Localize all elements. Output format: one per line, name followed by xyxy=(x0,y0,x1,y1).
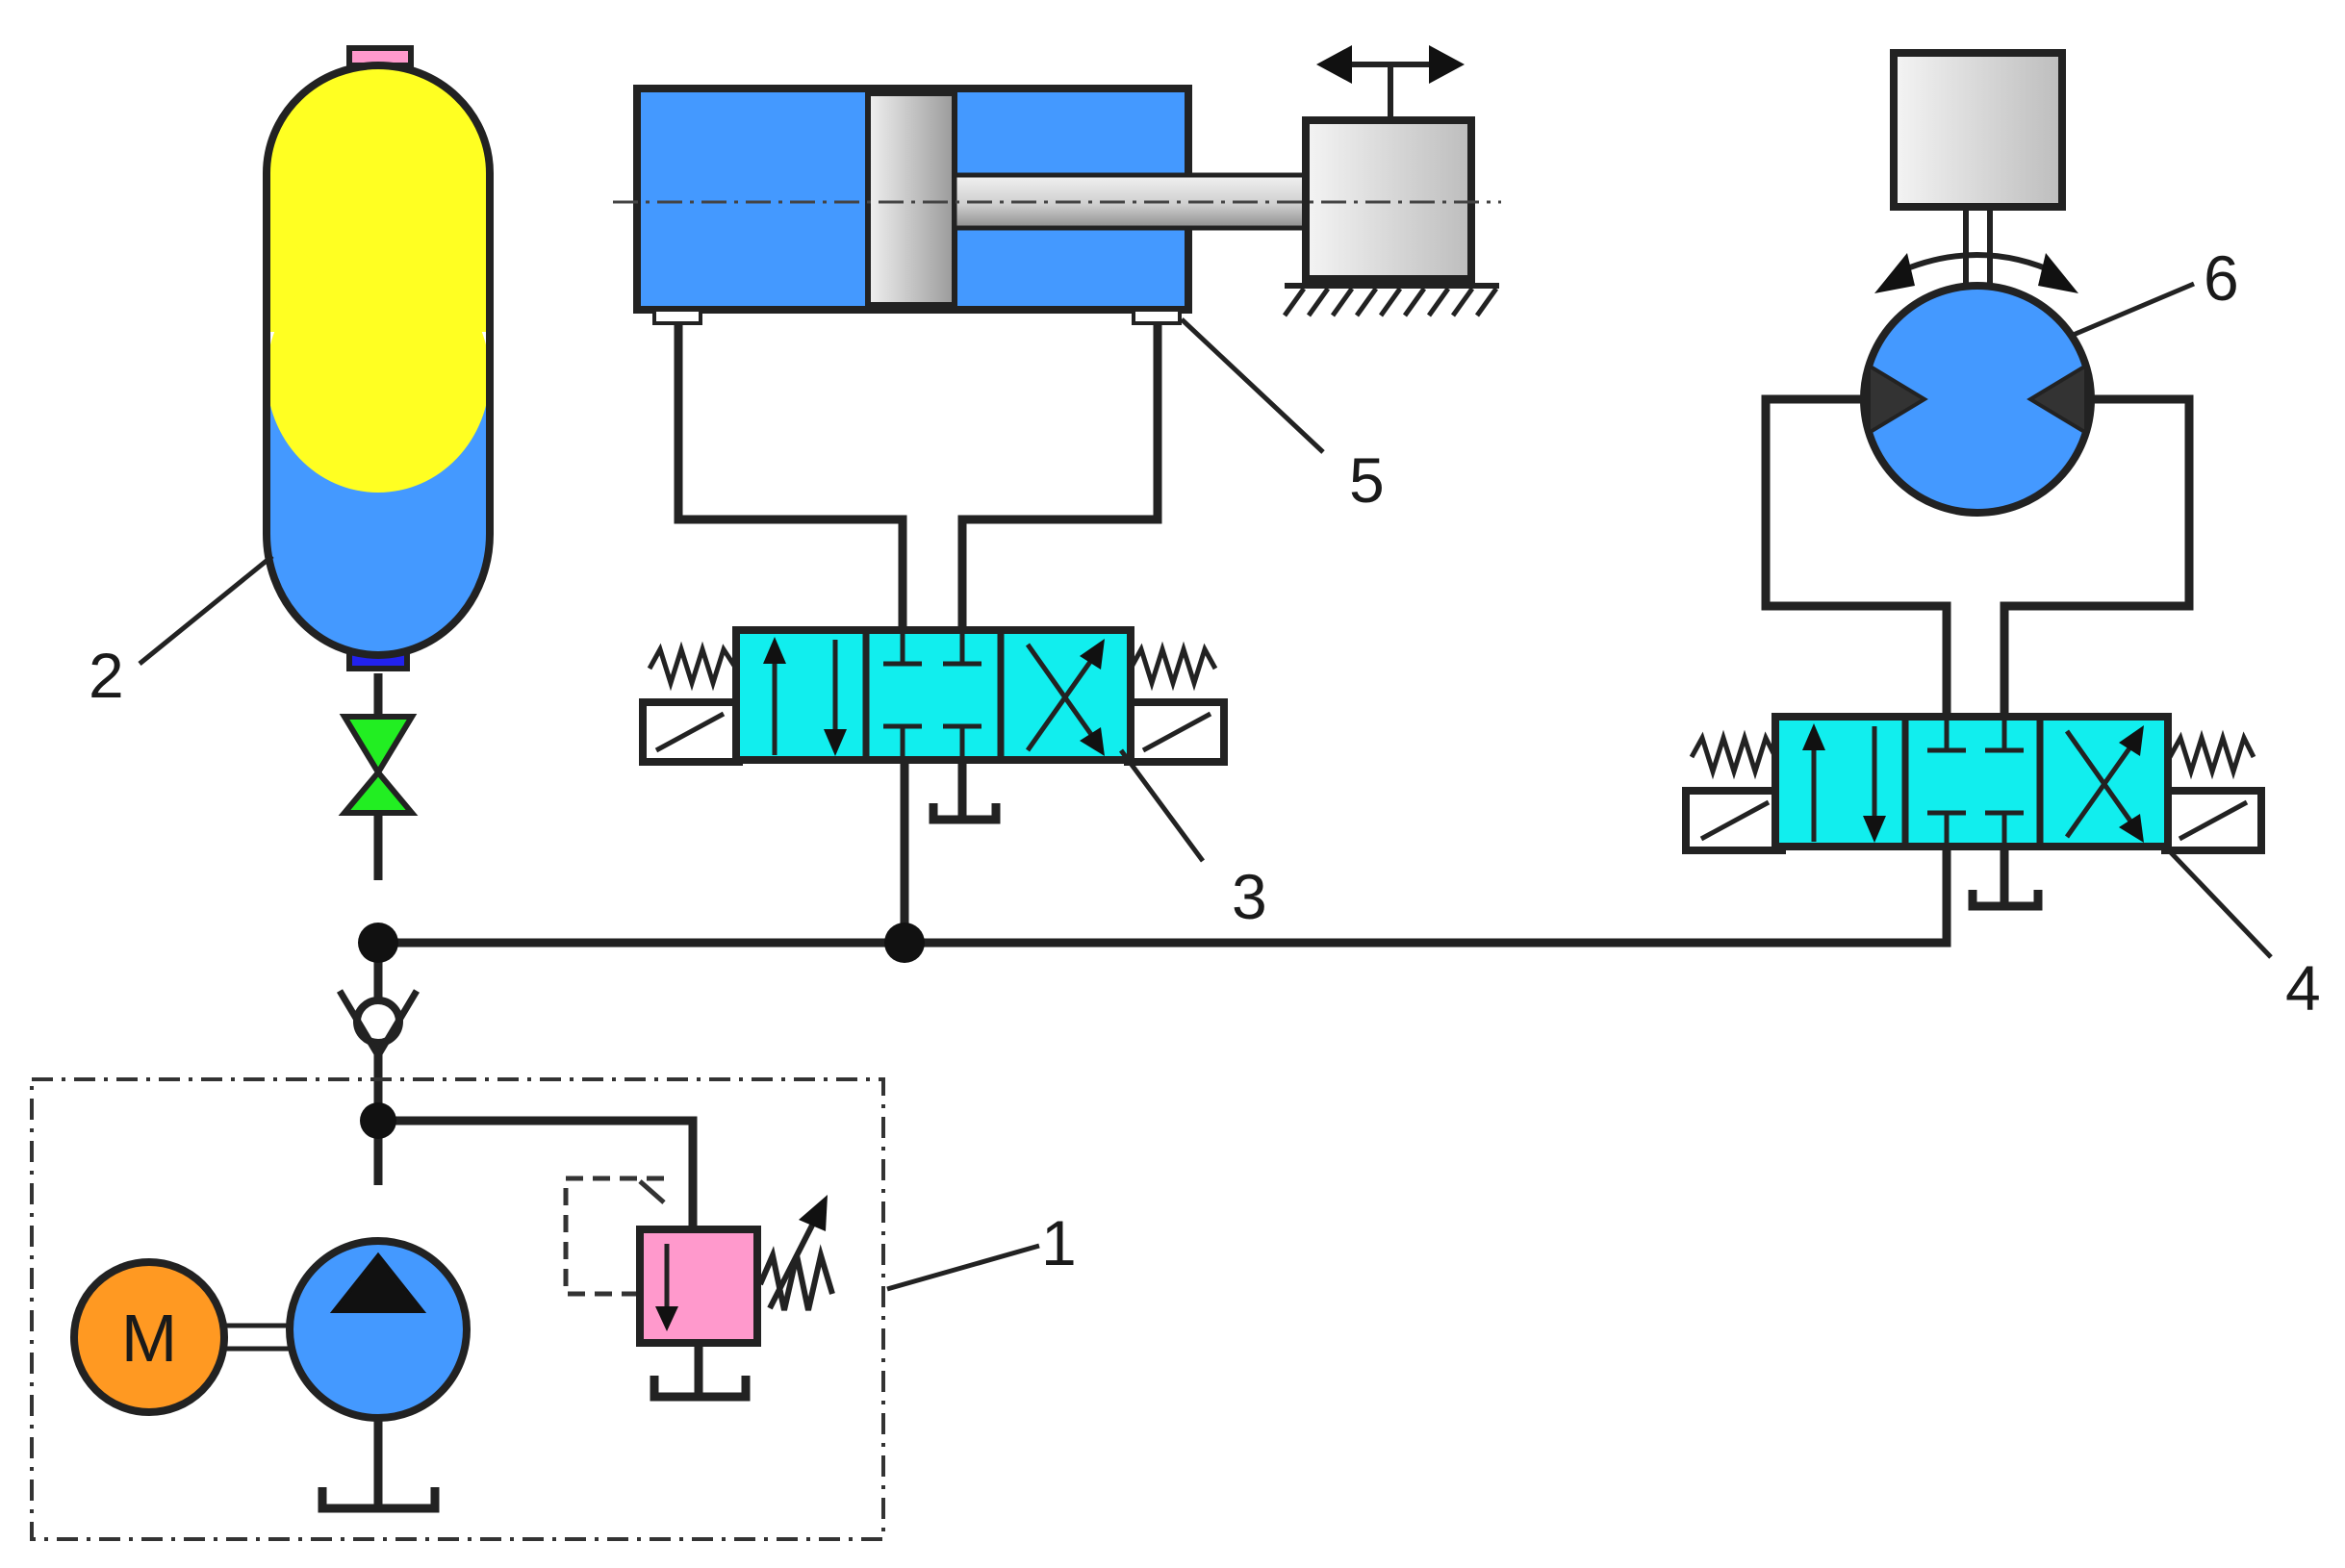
motor-letter: M xyxy=(121,1301,177,1376)
tank-icon xyxy=(1968,847,2043,911)
spring-icon xyxy=(2167,729,2256,780)
tank-icon xyxy=(929,760,1001,824)
hydraulic-motor-icon xyxy=(1860,282,2095,517)
label-5: 5 xyxy=(1349,444,1385,516)
label-3: 3 xyxy=(1232,861,1267,932)
directional-valve-icon xyxy=(1682,713,2265,854)
junction-dot xyxy=(358,923,398,963)
power-unit: M 1 xyxy=(30,1077,1077,1541)
shutoff-valve-icon xyxy=(338,714,419,816)
junction-dots xyxy=(358,923,925,1139)
supply-lines xyxy=(373,673,1951,1424)
label-6: 6 xyxy=(2204,242,2239,314)
spring-icon xyxy=(1128,641,1218,692)
motor-lines xyxy=(1761,394,2194,717)
label-2: 2 xyxy=(89,640,124,711)
spring-icon xyxy=(1689,729,1778,780)
directional-valve-icon xyxy=(639,626,1228,766)
cylinder-lines xyxy=(674,323,1162,630)
hydraulic-cylinder-icon: 5 xyxy=(613,45,1501,516)
relief-valve-icon xyxy=(563,1176,835,1402)
label-1: 1 xyxy=(1041,1207,1077,1278)
directional-valve-4: 4 xyxy=(1682,713,2321,1024)
directional-valve-3: 3 xyxy=(639,626,1267,932)
accumulator-icon: 2 xyxy=(89,45,494,711)
spring-icon xyxy=(647,641,739,692)
power-unit-boundary xyxy=(30,1077,885,1541)
junction-dot xyxy=(884,923,925,963)
hydraulic-motor-assembly: 6 xyxy=(1860,49,2239,517)
label-4: 4 xyxy=(2285,952,2321,1024)
check-valve-icon xyxy=(336,989,421,1062)
tank-icon xyxy=(318,1418,440,1513)
pump-icon xyxy=(286,1237,471,1422)
junction-dot xyxy=(360,1102,396,1139)
motor-icon: M xyxy=(70,1258,289,1416)
